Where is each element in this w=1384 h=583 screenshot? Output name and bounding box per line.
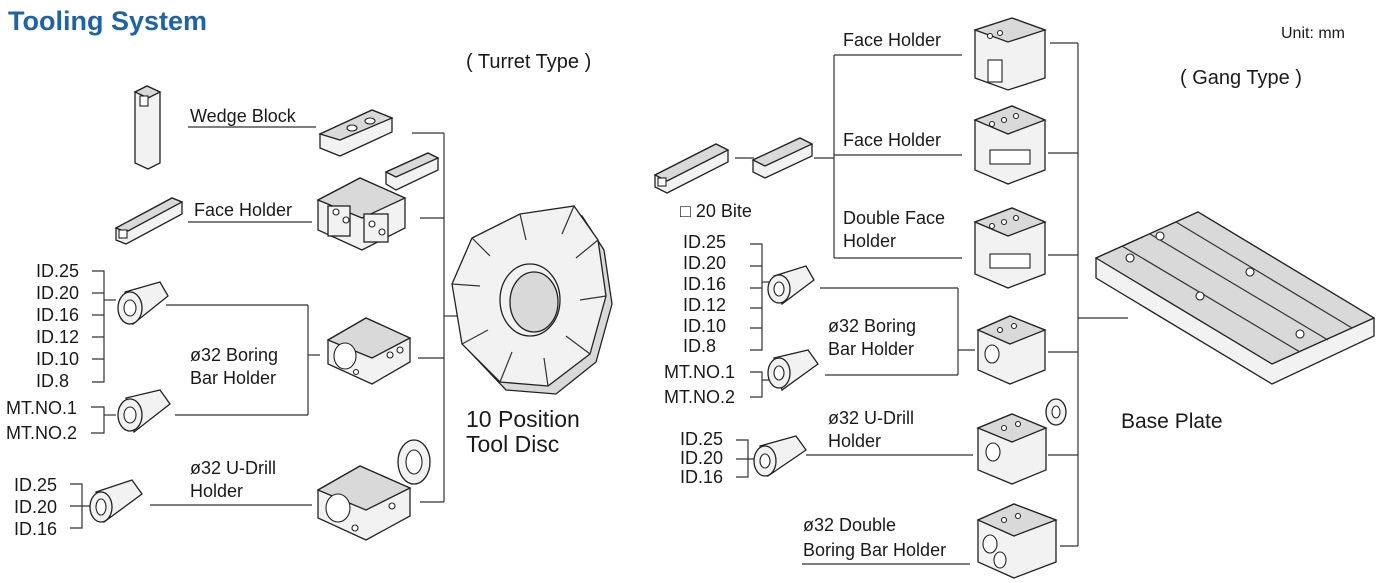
turret-face-holder-label: Face Holder — [194, 200, 293, 220]
gang-heading: ( Gang Type ) — [1180, 67, 1302, 89]
turret-udrill-id-25: ID.25 — [14, 475, 58, 495]
face-holder-part — [316, 177, 407, 251]
gang-udrill-label-1: ø32 U-Drill — [828, 408, 915, 428]
page-title: Tooling System — [8, 6, 208, 36]
udrill-sleeve-part — [89, 479, 143, 524]
unit-label: Unit: mm — [1281, 25, 1345, 42]
turret-boring-id-16: ID.16 — [36, 305, 80, 325]
turret-udrill-label-1: ø32 U-Drill — [190, 458, 277, 478]
gang-udrill-ring — [1045, 398, 1067, 426]
boring-bar-holder-part — [326, 317, 412, 385]
gang-double-face-label-2: Holder — [843, 231, 897, 251]
turret-boring-id-10: ID.10 — [36, 349, 80, 369]
wedge-block-part — [318, 109, 394, 157]
gang-udrill-label-2: Holder — [828, 431, 882, 451]
gang-boring-id-25: ID.25 — [683, 232, 727, 252]
turret-connector-lines — [70, 126, 460, 529]
udrill-holder-part — [316, 465, 412, 541]
gang-boring-id-10: ID.10 — [683, 316, 727, 336]
gang-double-face-holder — [973, 207, 1047, 289]
boring-sleeve-part — [117, 281, 169, 326]
gang-boring-id-12: ID.12 — [683, 295, 727, 315]
gang-boring-id-20: ID.20 — [683, 253, 727, 273]
gang-bite-label: □ 20 Bite — [680, 201, 752, 221]
turret-boring-label-2: Bar Holder — [190, 368, 277, 388]
gang-double-boring-label-1: ø32 Double — [803, 515, 897, 535]
gang-boring-id-16: ID.16 — [683, 274, 727, 294]
tool-disc-part — [451, 205, 613, 395]
gang-mt-no-1: MT.NO.1 — [664, 362, 736, 382]
gang-face-holder-label-2: Face Holder — [843, 130, 942, 150]
gang-double-boring-holder — [976, 503, 1058, 579]
gang-boring-label-1: ø32 Boring — [828, 316, 917, 336]
gang-double-face-label-1: Double Face — [843, 208, 946, 228]
tool-disc-label-2: Tool Disc — [466, 431, 560, 457]
turret-boring-id-12: ID.12 — [36, 327, 80, 347]
gang-udrill-id-16: ID.16 — [680, 467, 724, 487]
gang-double-boring-label-2: Boring Bar Holder — [803, 540, 947, 560]
turret-udrill-label-2: Holder — [190, 481, 244, 501]
bite-tool-horizontal — [114, 197, 184, 245]
gang-face-holder-2 — [973, 105, 1047, 185]
gang-face-holder-1 — [973, 17, 1047, 91]
turret-udrill-id-16: ID.16 — [14, 519, 58, 539]
turret-boring-id-25: ID.25 — [36, 261, 80, 281]
gang-square-bar — [751, 137, 814, 179]
turret-boring-id-20: ID.20 — [36, 283, 80, 303]
gang-udrill-id-25: ID.25 — [680, 429, 724, 449]
gang-boring-bar-holder — [976, 315, 1047, 385]
gang-boring-sleeve — [767, 265, 815, 306]
square-bar-part — [384, 152, 440, 191]
base-plate-part — [1094, 211, 1376, 385]
gang-boring-label-2: Bar Holder — [828, 339, 915, 359]
gang-mt-sleeve — [767, 349, 819, 392]
tool-disc-label-1: 10 Position — [466, 406, 580, 432]
turret-mt-no-2: MT.NO.2 — [6, 423, 78, 443]
gang-connector-lines — [735, 42, 1128, 565]
gang-udrill-holder — [976, 413, 1048, 485]
turret-udrill-id-20: ID.20 — [14, 497, 58, 517]
gang-udrill-sleeve — [753, 435, 807, 478]
turret-boring-label-1: ø32 Boring — [190, 345, 279, 365]
udrill-ring-part — [397, 439, 431, 485]
gang-bite-tool — [653, 143, 730, 194]
gang-udrill-id-20: ID.20 — [680, 448, 724, 468]
mt-sleeve-part — [117, 389, 171, 434]
turret-wedge-block-label: Wedge Block — [190, 106, 296, 126]
gang-face-holder-label-1: Face Holder — [843, 30, 942, 50]
turret-boring-id-8: ID.8 — [36, 371, 70, 391]
turret-mt-no-1: MT.NO.1 — [6, 398, 78, 418]
base-plate-label: Base Plate — [1121, 410, 1223, 433]
gang-mt-no-2: MT.NO.2 — [664, 387, 736, 407]
bite-tool-vertical — [133, 85, 162, 170]
turret-heading: ( Turret Type ) — [466, 51, 592, 73]
gang-boring-id-8: ID.8 — [683, 336, 717, 356]
